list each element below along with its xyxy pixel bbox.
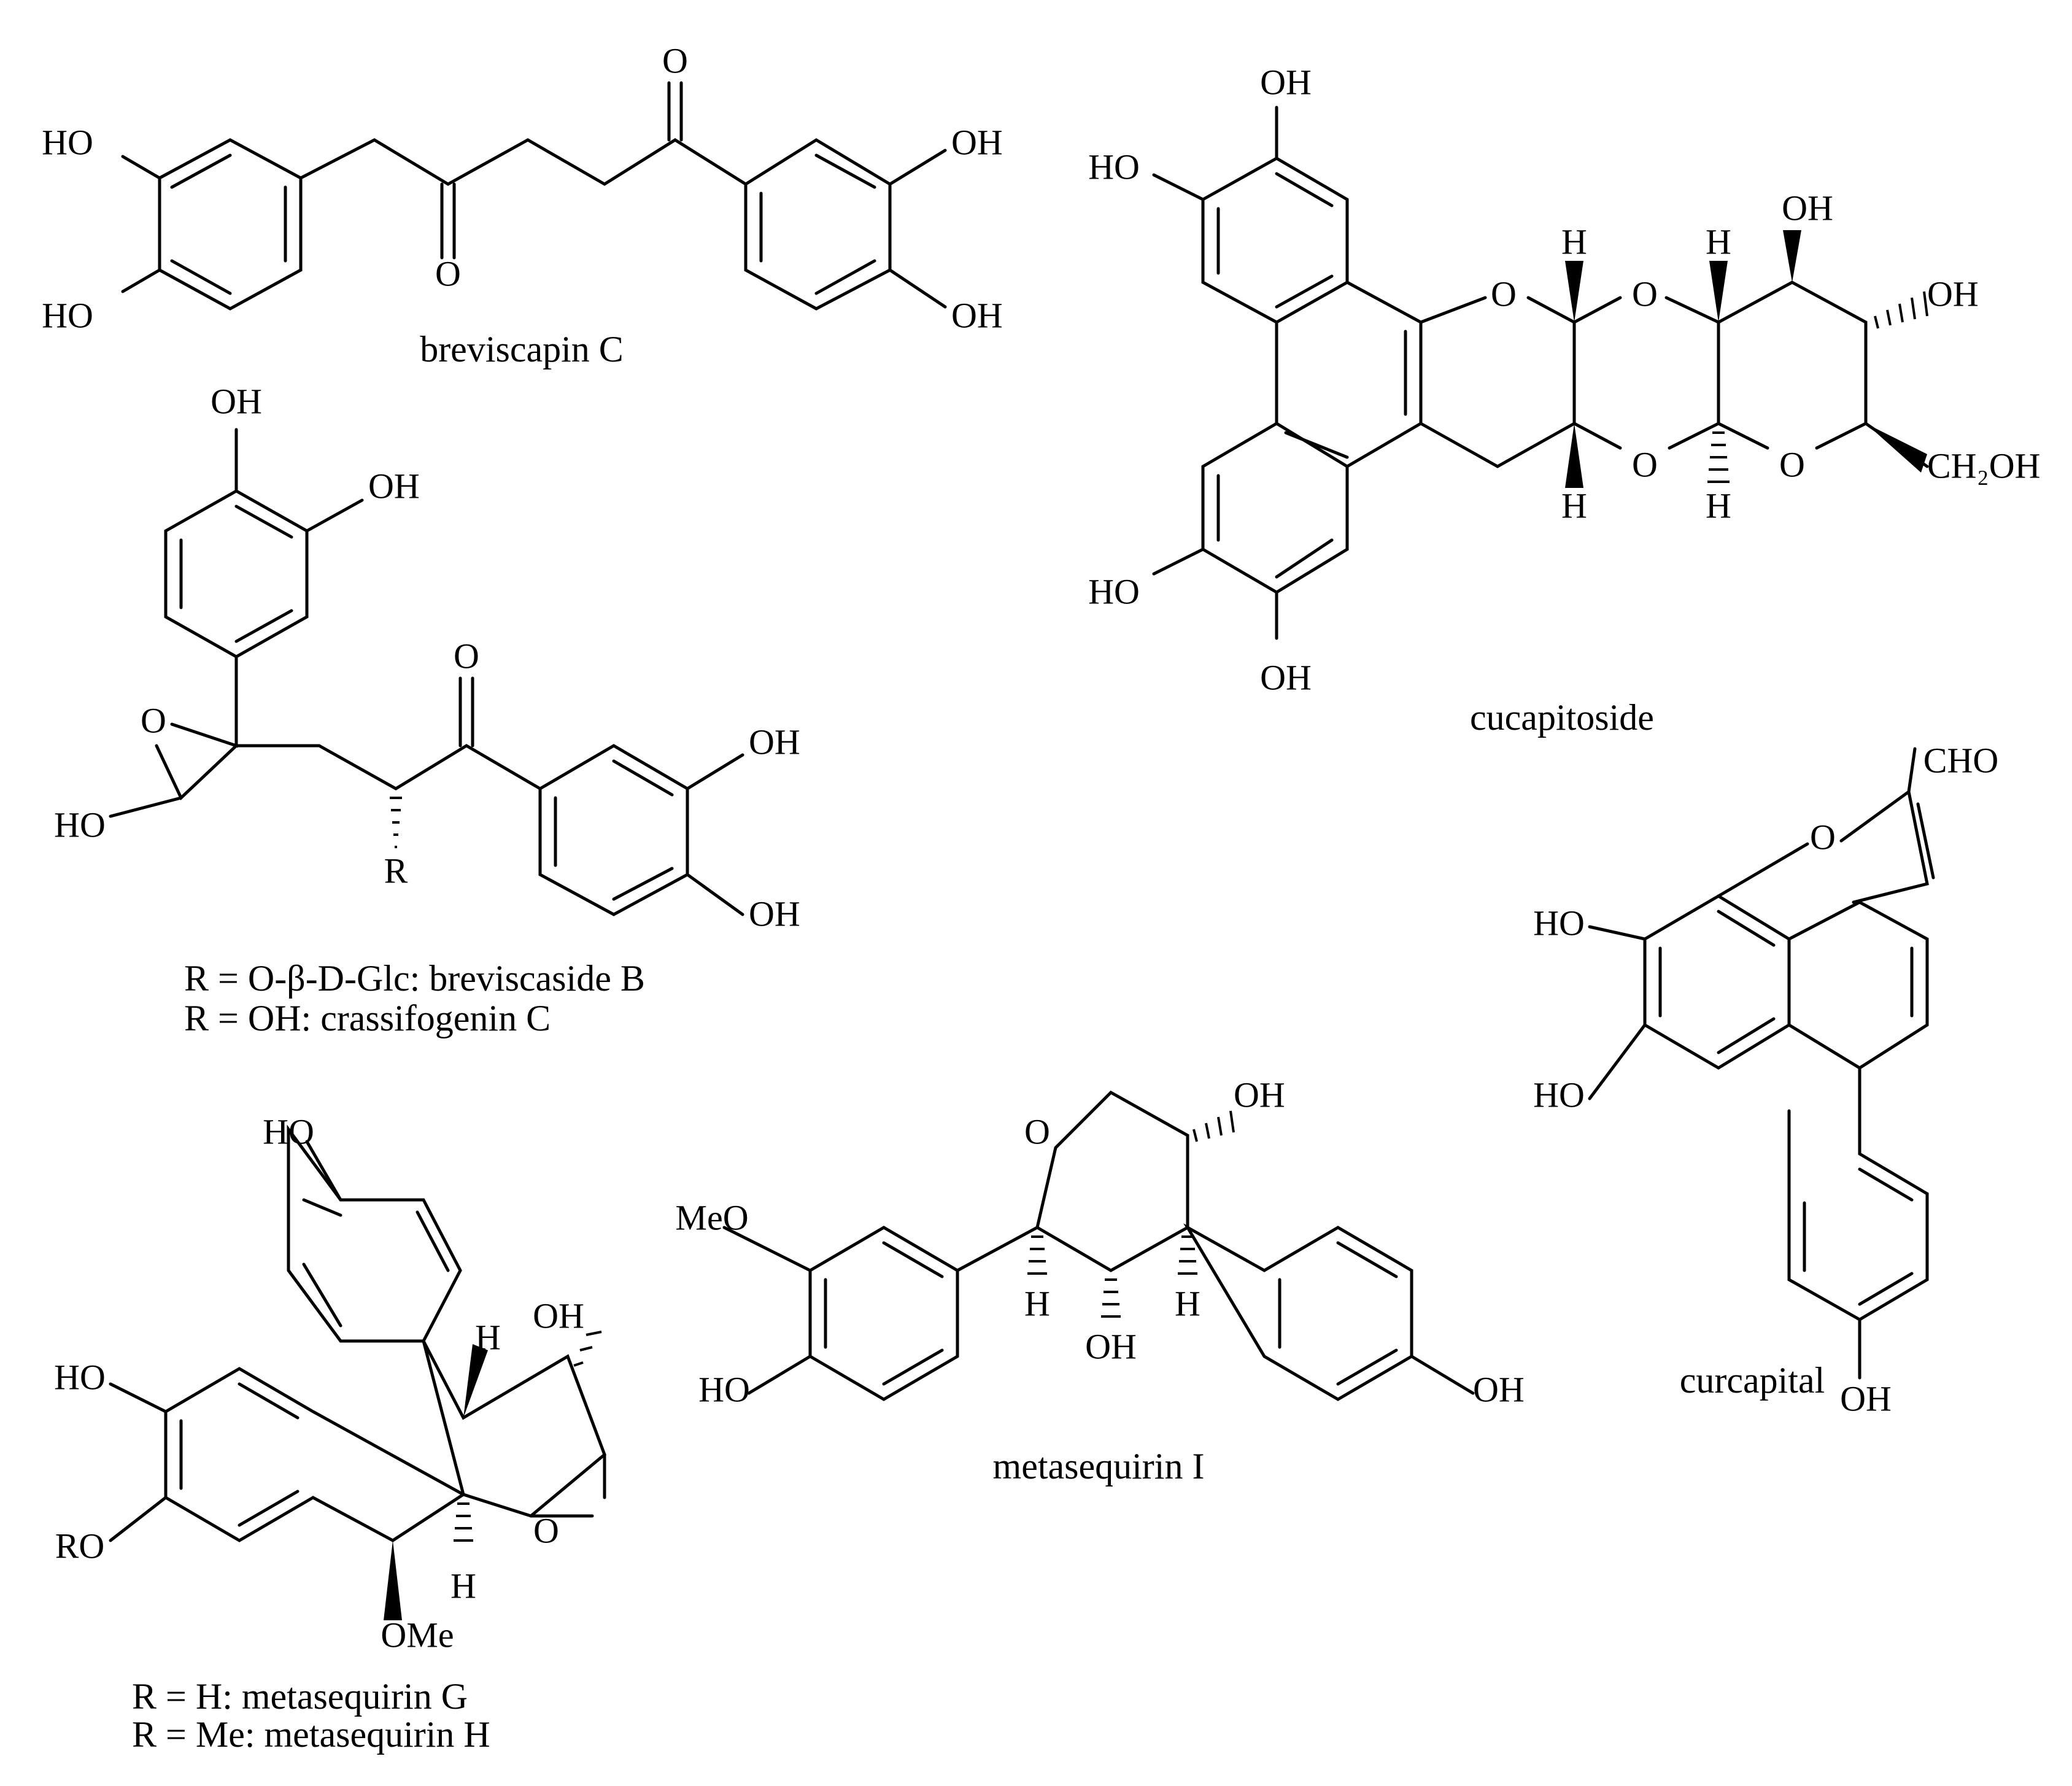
atom-label: O <box>1632 444 1658 484</box>
atom-label: O <box>1632 274 1658 314</box>
atom-label: HO <box>42 295 93 335</box>
atom-label: OH <box>1085 1326 1137 1366</box>
atom-label: HO <box>263 1111 314 1151</box>
atom-label: OH <box>533 1296 584 1336</box>
atom-label: H <box>475 1317 501 1357</box>
atom-label: O <box>1810 817 1836 857</box>
atom-label: OH <box>368 466 420 506</box>
atom-label: OH <box>951 122 1003 162</box>
compound-name: curcapital <box>1680 1360 1825 1401</box>
atom-label: HO <box>1533 903 1585 943</box>
atom-label: HO <box>54 1357 106 1397</box>
compound-name: metasequirin I <box>993 1446 1205 1486</box>
compound-name: breviscapin C <box>420 329 624 369</box>
atom-label: CH₂OH <box>1927 446 2041 485</box>
atom-label: O <box>662 41 688 80</box>
atom-label: HO <box>1533 1075 1585 1115</box>
structure-metasequirin-gh: HO OH H HO RO O H OMe R = H: metasequiri… <box>54 1111 606 1755</box>
caption-line: R = H: metasequirin G <box>132 1676 468 1717</box>
atom-label: R <box>384 851 408 891</box>
atom-label: OH <box>1260 62 1312 102</box>
atom-label: HO <box>54 805 106 845</box>
atom-label: OH <box>1260 657 1312 697</box>
atom-label: OH <box>1840 1378 1892 1418</box>
atom-label: H <box>1561 222 1587 261</box>
atom-label: H <box>1706 485 1731 525</box>
structure-breviscapin-c: HO HO O O OH OH breviscapin C <box>42 41 1003 369</box>
atom-label: O <box>141 700 166 740</box>
atom-label: HO <box>1088 147 1140 187</box>
atom-label: OH <box>1473 1369 1525 1409</box>
atom-label: H <box>1706 222 1731 261</box>
atom-label: H <box>1024 1283 1050 1323</box>
atom-label: O <box>1779 444 1805 484</box>
atom-label: H <box>1561 485 1587 525</box>
caption-line: R = Me: metasequirin H <box>132 1714 490 1755</box>
atom-label: HO <box>42 122 93 162</box>
atom-label: HO <box>698 1369 750 1409</box>
atom-label: OH <box>1782 188 1833 228</box>
caption-line: R = OH: crassifogenin C <box>184 998 551 1038</box>
atom-label: H <box>450 1566 476 1606</box>
atom-label: MeO <box>675 1197 748 1237</box>
atom-label: O <box>1024 1111 1050 1151</box>
atom-label: H <box>1175 1283 1200 1323</box>
atom-label: O <box>1491 274 1517 314</box>
compound-name: cucapitoside <box>1470 697 1654 738</box>
structure-cucapitoside: OH HO O O O O H H H H OH OH CH₂OH HO OH … <box>1088 62 2040 737</box>
atom-label: HO <box>1088 571 1140 611</box>
structure-curcapital: CHO O HO HO OH curcapital <box>1533 740 1998 1418</box>
atom-label: O <box>454 636 479 676</box>
atom-label: OH <box>1927 274 1979 314</box>
atom-label: OMe <box>381 1615 454 1655</box>
atom-label: OH <box>749 894 800 934</box>
atom-label: OH <box>211 381 262 421</box>
atom-label: O <box>435 253 461 293</box>
structure-metasequirin-i: MeO O OH HO H OH H OH metasequirin I <box>675 1075 1524 1486</box>
structure-breviscaside-b: OH OH O HO O R OH OH R = O-β-D-Glc: brev… <box>54 381 800 1038</box>
atom-label: O <box>533 1510 559 1550</box>
caption-line: R = O-β-D-Glc: breviscaside B <box>184 958 645 999</box>
atom-label: OH <box>1234 1075 1285 1115</box>
atom-label: CHO <box>1923 740 1998 780</box>
atom-label: RO <box>55 1526 105 1566</box>
atom-label: OH <box>951 295 1003 335</box>
atom-label: OH <box>749 722 800 762</box>
